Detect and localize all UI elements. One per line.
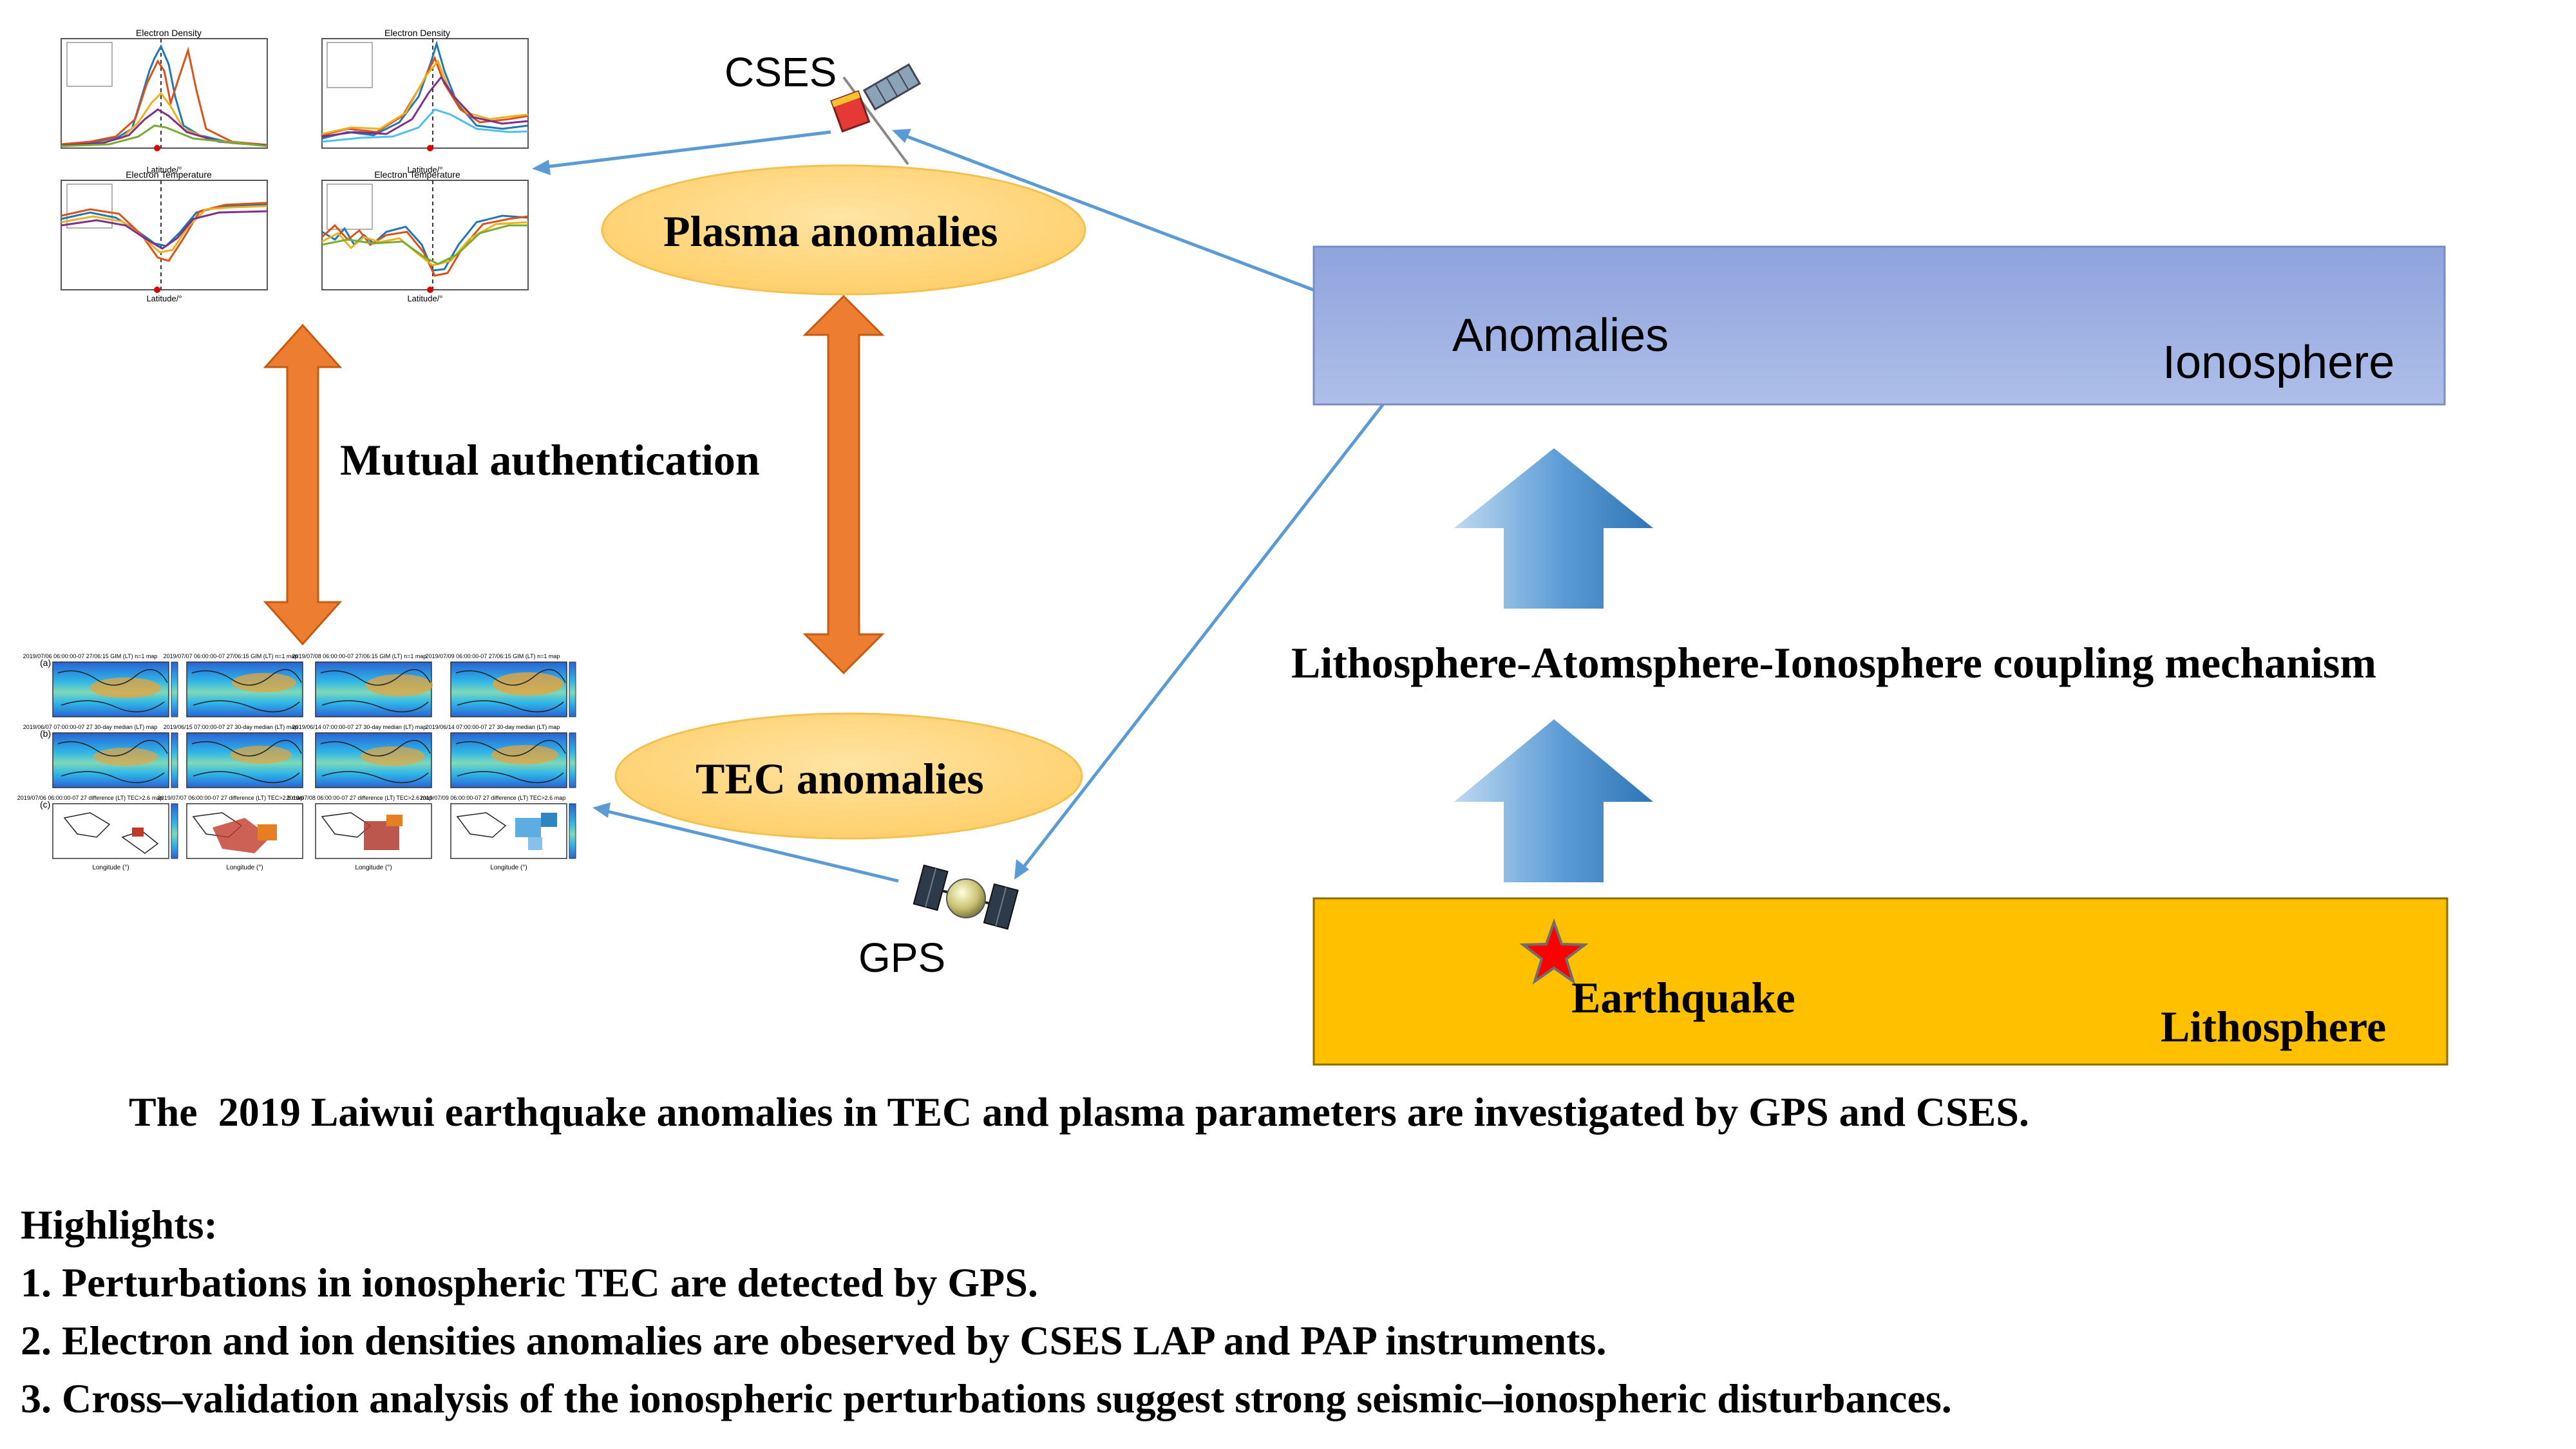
tec-map-b1: 2019/06/07 07:00:00-07 27 30-day median …: [23, 724, 178, 788]
gps-satellite-icon: [913, 864, 1019, 930]
tec-anomalies-ellipse: [614, 712, 1083, 840]
svg-text:2019/07/08 06:00:00-07 27/06:1: 2019/07/08 06:00:00-07 27/06:15 GIM (LT)…: [292, 653, 427, 659]
svg-text:2019/06/07 07:00:00-07 27 30-d: 2019/06/07 07:00:00-07 27 30-day median …: [23, 724, 157, 730]
plot-title: Electron Density: [384, 28, 450, 38]
svg-text:2019/07/08 06:00:00-07 27 diff: 2019/07/08 06:00:00-07 27 difference (LT…: [287, 795, 432, 801]
tec-map-c3: 2019/07/08 06:00:00-07 27 difference (LT…: [287, 795, 432, 871]
cses-satellite-icon: [830, 63, 922, 166]
svg-text:2019/07/09 06:00:00-07 27/06:1: 2019/07/09 06:00:00-07 27/06:15 GIM (LT)…: [426, 653, 560, 659]
ionosphere-box: [1312, 245, 2446, 406]
svg-text:2019/07/07 06:00:00-07 27/06:1: 2019/07/07 06:00:00-07 27/06:15 GIM (LT)…: [164, 653, 298, 659]
plot-xlabel: Latitude/°: [146, 165, 182, 175]
tec-map-c4: 2019/07/09 06:00:00-07 27 difference (LT…: [420, 795, 576, 871]
tec-map-a4: 2019/07/09 06:00:00-07 27/06:15 GIM (LT)…: [426, 653, 576, 717]
tec-row-label: (c): [40, 799, 50, 810]
plot-title: Electron Temperature: [126, 169, 212, 180]
svg-text:2019/07/06 06:00:00-07 27 diff: 2019/07/06 06:00:00-07 27 difference (LT…: [17, 795, 163, 801]
plot-xlabel: Latitude/°: [146, 294, 182, 303]
svg-text:2019/07/07 06:00:00-07 27 diff: 2019/07/07 06:00:00-07 27 difference (LT…: [158, 795, 303, 801]
plot-title: Electron Density: [136, 28, 202, 38]
svg-text:2019/07/09 06:00:00-07 27 diff: 2019/07/09 06:00:00-07 27 difference (LT…: [420, 795, 565, 801]
anomalies-label: Anomalies: [1452, 310, 1669, 361]
plot-panel-temperature-2: Electron Temperature Latitude/°: [321, 169, 529, 303]
tec-map-a3: 2019/07/08 06:00:00-07 27/06:15 GIM (LT)…: [292, 653, 433, 717]
gps-label: GPS: [858, 934, 946, 981]
tec-map-a1: 2019/07/06 06:00:00-07 27/06:15 GIM (LT)…: [23, 653, 178, 717]
mutual-authentication-label: Mutual authentication: [340, 435, 760, 484]
mutual-arrow-left: [263, 323, 343, 646]
plot-xlabel: Latitude/°: [407, 294, 442, 303]
tec-row-label: (a): [40, 658, 51, 668]
plot-panel-density-1: Electron Density Latitude/°: [61, 28, 268, 175]
plasma-anomalies-label: Plasma anomalies: [663, 207, 998, 256]
plot-panel-density-2: Electron Density Latitude/°: [321, 28, 529, 175]
svg-text:2019/07/06 06:00:00-07 27/06:1: 2019/07/06 06:00:00-07 27/06:15 GIM (LT)…: [23, 653, 158, 659]
svg-text:2019/06/14 07:00:00-07 27 30-d: 2019/06/14 07:00:00-07 27 30-day median …: [292, 724, 426, 730]
tec-map-b2: 2019/06/15 07:00:00-07 27 30-day median …: [164, 724, 303, 788]
plot-xlabel: Latitude/°: [407, 165, 442, 175]
highlight-item: 1. Perturbations in ionospheric TEC are …: [21, 1260, 1038, 1305]
earthquake-label: Earthquake: [1571, 973, 1795, 1022]
caption: The 2019 Laiwui earthquake anomalies in …: [129, 1089, 2029, 1135]
cses-label: CSES: [724, 49, 837, 95]
lithosphere-label: Lithosphere: [2161, 1002, 2387, 1051]
plot-title: Electron Temperature: [374, 169, 460, 180]
svg-text:2019/06/14 07:00:00-07 27 30-d: 2019/06/14 07:00:00-07 27 30-day median …: [426, 724, 560, 730]
tec-map-b4: 2019/06/14 07:00:00-07 27 30-day median …: [426, 724, 576, 788]
highlights-title: Highlights:: [21, 1202, 218, 1247]
tec-map-b3: 2019/06/14 07:00:00-07 27 30-day median …: [292, 724, 432, 788]
svg-text:Longitude (°): Longitude (°): [226, 864, 263, 871]
coupling-mechanism-label: Lithosphere-Atomsphere-Ionosphere coupli…: [1291, 638, 2376, 687]
tec-map-c1: 2019/07/06 06:00:00-07 27 difference (LT…: [17, 795, 178, 871]
tec-map-grid: (a) (b) (c) 2019/07/06 06:00:00-07 27/06…: [17, 653, 576, 871]
svg-text:Longitude (°): Longitude (°): [490, 864, 527, 871]
tec-anomalies-label: TEC anomalies: [696, 754, 984, 803]
highlight-item: 3. Cross–validation analysis of the iono…: [21, 1376, 1952, 1421]
plasma-plot-panels: Electron Density Latitude/° Electron Den…: [61, 28, 529, 303]
up-arrow-top: [1454, 448, 1653, 609]
lithosphere-box: [1312, 897, 2448, 1066]
highlight-item: 2. Electron and ion densities anomalies …: [21, 1318, 1607, 1363]
up-arrow-bottom: [1454, 719, 1653, 882]
tec-map-a2: 2019/07/07 06:00:00-07 27/06:15 GIM (LT)…: [164, 653, 303, 717]
svg-text:2019/06/15 07:00:00-07 27 30-d: 2019/06/15 07:00:00-07 27 30-day median …: [164, 724, 298, 730]
svg-text:Longitude (°): Longitude (°): [92, 864, 129, 871]
plasma-anomalies-ellipse: [601, 164, 1086, 296]
svg-text:Longitude (°): Longitude (°): [355, 864, 392, 871]
tec-row-label: (b): [40, 728, 51, 739]
earthquake-star-icon: [1519, 918, 1589, 985]
plot-panel-temperature-1: Electron Temperature Latitude/°: [61, 169, 268, 303]
ionosphere-label: Ionosphere: [2163, 337, 2395, 388]
tec-map-c2: 2019/07/07 06:00:00-07 27 difference (LT…: [158, 795, 303, 871]
mutual-arrow-right: [802, 294, 885, 675]
